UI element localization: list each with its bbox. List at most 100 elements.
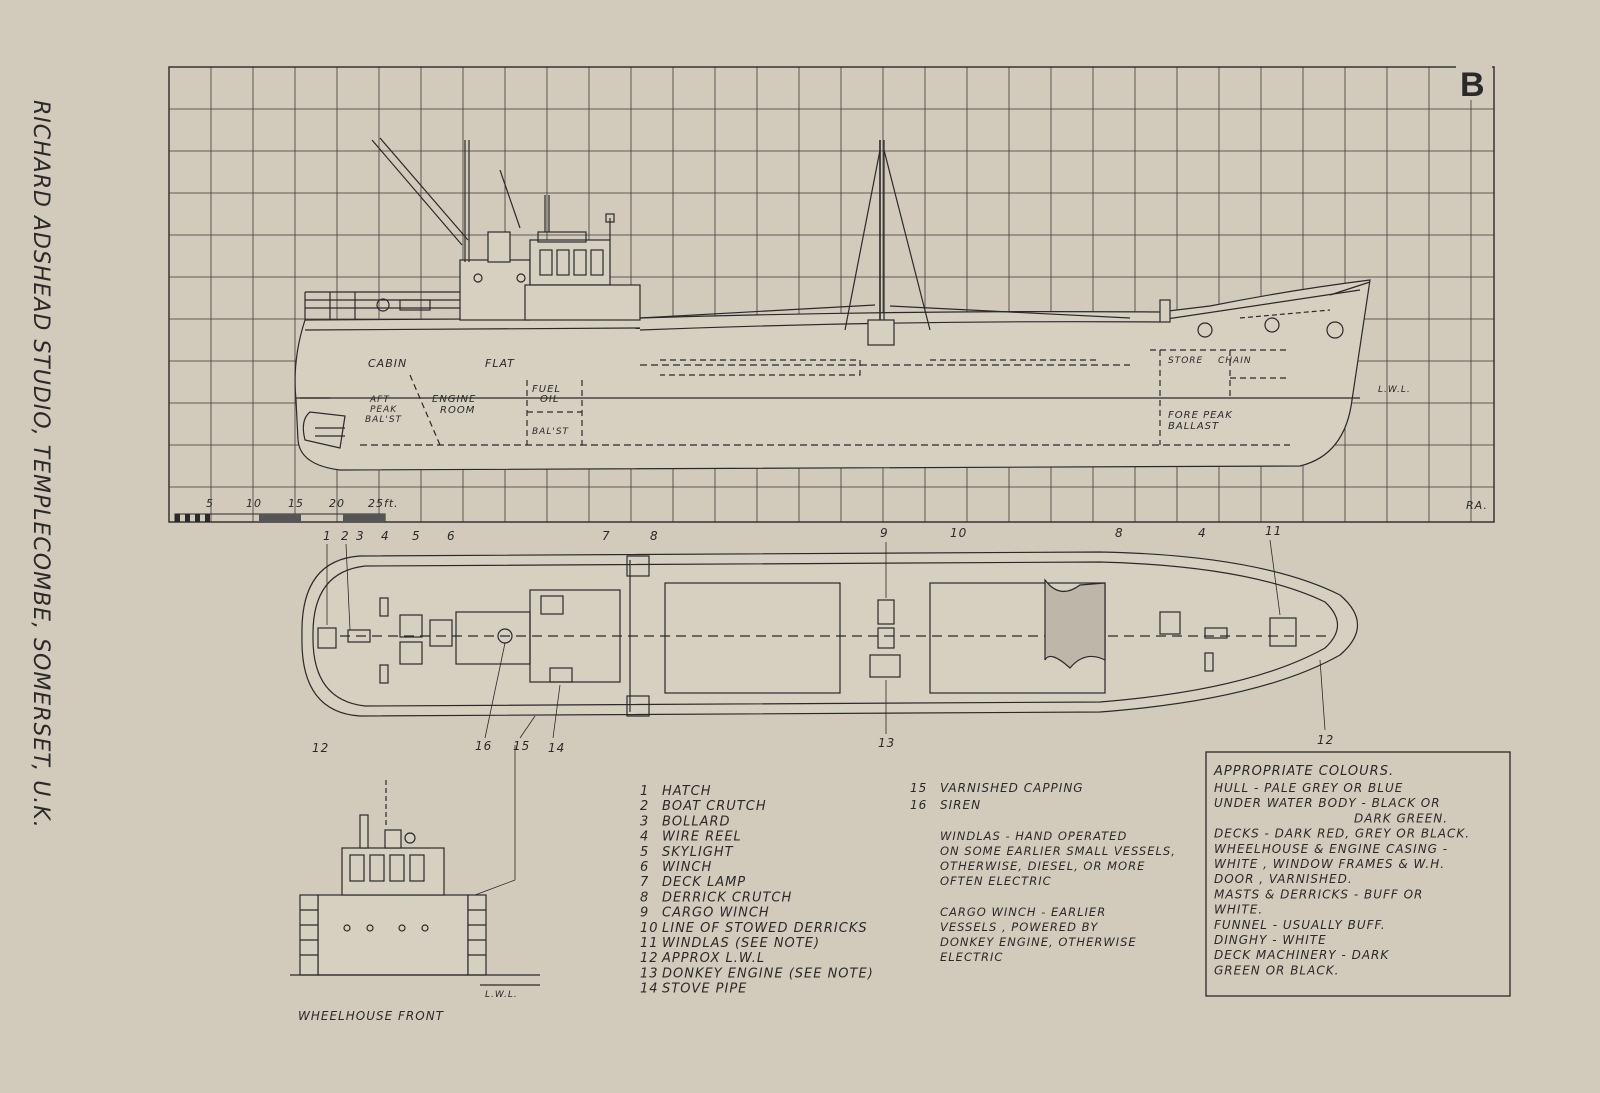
label-flat: FLAT xyxy=(485,357,515,370)
key-list-extra: 15 VARNISHED CAPPING 16 SIREN xyxy=(910,781,1084,812)
note-windlas-3: OTHERWISE, DIESEL, OR MORE xyxy=(940,859,1145,873)
label-aft-peak-3: BAL'ST xyxy=(365,415,403,425)
colours-line: DINGHY - WHITE xyxy=(1214,933,1327,947)
colours-line: WHITE. xyxy=(1214,903,1263,917)
key-item: LINE OF STOWED DERRICKS xyxy=(662,921,868,936)
grid-frame xyxy=(168,66,1495,523)
key-item: WIRE REEL xyxy=(662,830,742,845)
key-number: 3 xyxy=(640,814,649,829)
side-profile: L.W.L. xyxy=(294,137,1411,471)
label-ballast: BAL'ST xyxy=(532,427,570,437)
callout-10: 10 xyxy=(950,526,967,540)
callout-13: 13 xyxy=(878,736,895,750)
key-item: WINDLAS (SEE NOTE) xyxy=(662,936,820,951)
lwl-label: L.W.L. xyxy=(1378,385,1411,395)
key-number: 2 xyxy=(640,799,649,814)
note-windlas-1: WINDLAS - HAND OPERATED xyxy=(940,829,1127,843)
note-windlas-4: OFTEN ELECTRIC xyxy=(940,874,1052,888)
deck-plan xyxy=(301,551,1359,717)
scale-tick-15: 15 xyxy=(288,497,304,510)
callout-5: 5 xyxy=(412,529,421,543)
key-item: WINCH xyxy=(662,860,712,875)
label-engine-room-2: ROOM xyxy=(440,405,475,416)
label-chain: CHAIN xyxy=(1218,356,1252,366)
colours-box xyxy=(1205,751,1511,997)
key-item: STOVE PIPE xyxy=(662,982,747,997)
key-item: HATCH xyxy=(662,784,712,799)
colours-line: DARK GREEN. xyxy=(1354,811,1448,825)
callout-1: 1 xyxy=(323,529,332,543)
key-item: VARNISHED CAPPING xyxy=(940,781,1084,795)
key-number: 4 xyxy=(640,830,649,845)
callout-8-fwd: 8 xyxy=(1115,526,1124,540)
colours-line: FUNNEL - USUALLY BUFF. xyxy=(1214,918,1386,932)
key-number: 10 xyxy=(640,921,659,936)
key-item: SIREN xyxy=(940,798,981,812)
callout-8: 8 xyxy=(650,529,659,543)
key-item: DECK LAMP xyxy=(662,875,746,890)
callout-4-fwd: 4 xyxy=(1198,526,1207,540)
colours-line: MASTS & DERRICKS - BUFF OR xyxy=(1214,887,1423,901)
wheelhouse-lwl: L.W.L. xyxy=(485,990,518,1000)
callout-2: 2 xyxy=(341,529,350,543)
label-fuel-oil-2: OIL xyxy=(540,394,559,405)
engine-casing xyxy=(459,259,531,321)
key-number: 1 xyxy=(640,784,649,799)
scale-tick-20: 20 xyxy=(329,497,345,510)
key-number: 7 xyxy=(640,875,649,890)
key-item: APPROX L.W.L xyxy=(661,951,765,966)
callout-6: 6 xyxy=(447,529,456,543)
key-number: 16 xyxy=(910,798,927,812)
label-aft-peak-1: AFT xyxy=(369,395,390,405)
wheelhouse-front xyxy=(290,780,540,986)
callout-11: 11 xyxy=(1265,524,1282,538)
note-cargo-winch-1: CARGO WINCH - EARLIER xyxy=(940,905,1106,919)
sheet-letter: B xyxy=(1460,66,1485,104)
callout-3: 3 xyxy=(356,529,365,543)
note-cargo-winch-3: DONKEY ENGINE, OTHERWISE xyxy=(940,935,1137,949)
hatch-aft xyxy=(664,582,841,694)
callout-leaders xyxy=(326,539,1326,896)
key-number: 6 xyxy=(640,860,649,875)
key-item: DONKEY ENGINE (SEE NOTE) xyxy=(662,966,874,981)
colours-line: DECK MACHINERY - DARK xyxy=(1214,948,1389,962)
key-item: BOAT CRUTCH xyxy=(662,799,767,814)
colours-line: WHITE , WINDOW FRAMES & W.H. xyxy=(1214,857,1445,871)
key-number: 14 xyxy=(640,982,659,997)
note-windlas-2: ON SOME EARLIER SMALL VESSELS, xyxy=(940,844,1176,858)
key-number: 9 xyxy=(640,906,649,921)
callout-9: 9 xyxy=(880,526,889,540)
scale-tick-5: 5 xyxy=(206,497,214,510)
drafter-initials: RA. xyxy=(1466,499,1488,512)
deck-outline xyxy=(301,551,1359,717)
key-item: BOLLARD xyxy=(662,814,731,829)
key-item: CARGO WINCH xyxy=(662,906,770,921)
scale-bar: 5 10 15 20 25 ft. xyxy=(174,497,398,523)
sheet-letter-bg xyxy=(1456,62,1492,100)
colours-line: WHEELHOUSE & ENGINE CASING - xyxy=(1214,842,1448,856)
key-number: 11 xyxy=(640,936,659,951)
key-number: 13 xyxy=(640,966,659,981)
note-cargo-winch-4: ELECTRIC xyxy=(940,950,1003,964)
wheelhouse-caption: WHEELHOUSE FRONT xyxy=(298,1009,445,1023)
label-fore-peak-2: BALLAST xyxy=(1168,421,1219,432)
colours-line: UNDER WATER BODY - BLACK OR xyxy=(1214,796,1441,810)
callout-12-aft: 12 xyxy=(312,741,329,755)
label-store: STORE xyxy=(1168,356,1203,366)
label-cabin: CABIN xyxy=(368,357,407,370)
label-fuel-oil-1: FUEL xyxy=(532,384,561,395)
key-item: SKYLIGHT xyxy=(662,845,734,860)
key-number: 15 xyxy=(910,781,927,795)
wheelhouse-profile xyxy=(529,239,611,286)
colours-title: APPROPRIATE COLOURS. xyxy=(1213,764,1394,779)
scale-tick-25: 25 xyxy=(368,497,384,510)
key-number: 8 xyxy=(640,890,649,905)
callout-12-fwd: 12 xyxy=(1317,733,1334,747)
label-engine-room-1: ENGINE xyxy=(432,394,476,405)
colours-line: DOOR , VARNISHED. xyxy=(1214,872,1353,886)
label-aft-peak-2: PEAK xyxy=(370,405,397,415)
